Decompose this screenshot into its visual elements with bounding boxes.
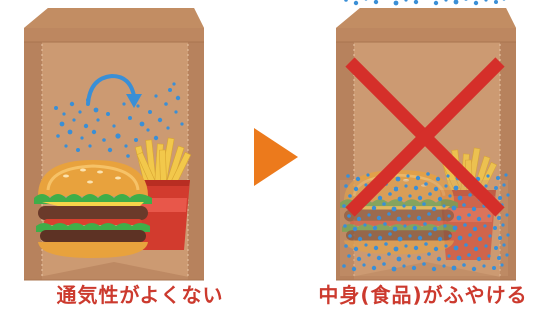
steam-dots-left	[54, 82, 184, 158]
left-panel	[23, 7, 205, 281]
hamburger-icon	[32, 158, 154, 260]
moisture-dots-right	[342, 0, 510, 272]
circular-arrow-icon	[86, 73, 142, 108]
caption-poor-ventilation: 通気性がよくない	[56, 283, 224, 307]
right-panel	[335, 0, 517, 281]
cross-mark-icon	[345, 57, 505, 217]
caption-contents-soggy: 中身(食品)がふやける	[318, 283, 528, 307]
triangle-arrow-right-icon	[254, 128, 298, 186]
